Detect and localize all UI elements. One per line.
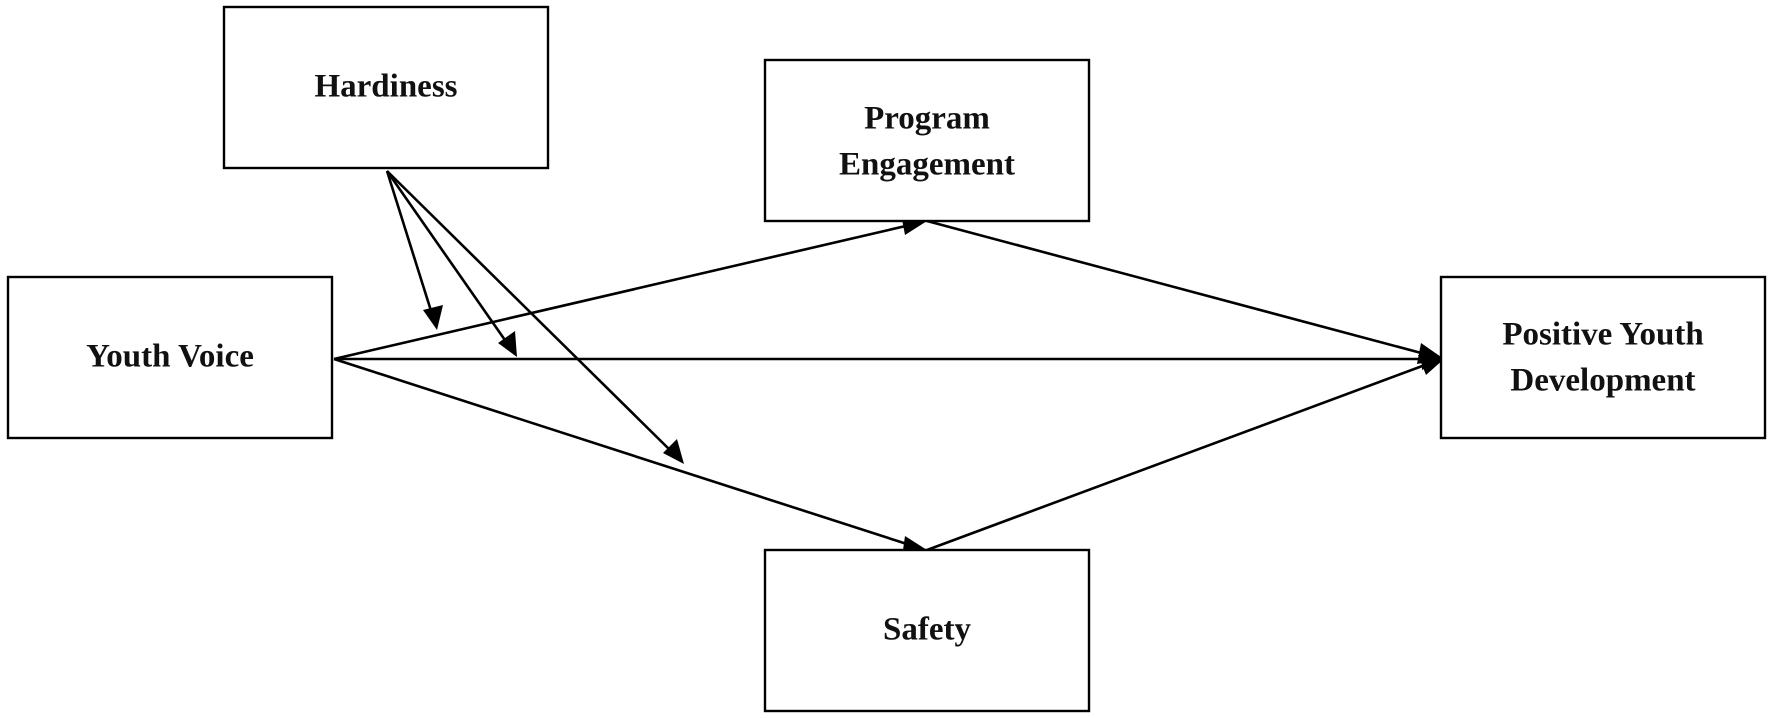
moderation-arrowhead-1 [423, 305, 443, 330]
node-positive-youth-development-label: Positive Youth [1502, 317, 1703, 353]
node-program-engagement-label: Program [864, 101, 990, 137]
moderation-arrowhead-2 [498, 331, 517, 357]
node-positive-youth-development: Positive Youth Development [1439, 275, 1767, 440]
edge-program-engagement-to-positive-youth-development [926, 219, 1426, 356]
node-hardiness: Hardiness [222, 5, 550, 170]
moderation-hardiness-to-direct-path [385, 170, 509, 344]
node-youth-voice-label: Youth Voice [86, 339, 254, 375]
node-youth-voice: Youth Voice [6, 275, 334, 440]
edge-youth-voice-to-program-engagement [333, 223, 911, 361]
node-positive-youth-development-label-2: Development [1510, 363, 1695, 399]
arrowhead-pyd-from-safety [1418, 355, 1444, 375]
edge-youth-voice-to-safety [333, 357, 911, 547]
node-hardiness-label: Hardiness [314, 69, 457, 105]
moderation-arrowhead-3 [663, 439, 684, 464]
edges [333, 170, 1444, 557]
node-safety-label: Safety [883, 612, 971, 648]
node-program-engagement-label-2: Engagement [839, 147, 1015, 183]
nodes: Hardiness Program Engagement Youth Voice… [6, 5, 1767, 713]
node-safety: Safety [763, 548, 1091, 713]
moderation-hardiness-to-engagement-path [385, 170, 434, 315]
moderation-hardiness-to-safety-path [386, 170, 673, 453]
node-program-engagement: Program Engagement [763, 58, 1091, 223]
edge-safety-to-positive-youth-development [926, 363, 1426, 552]
